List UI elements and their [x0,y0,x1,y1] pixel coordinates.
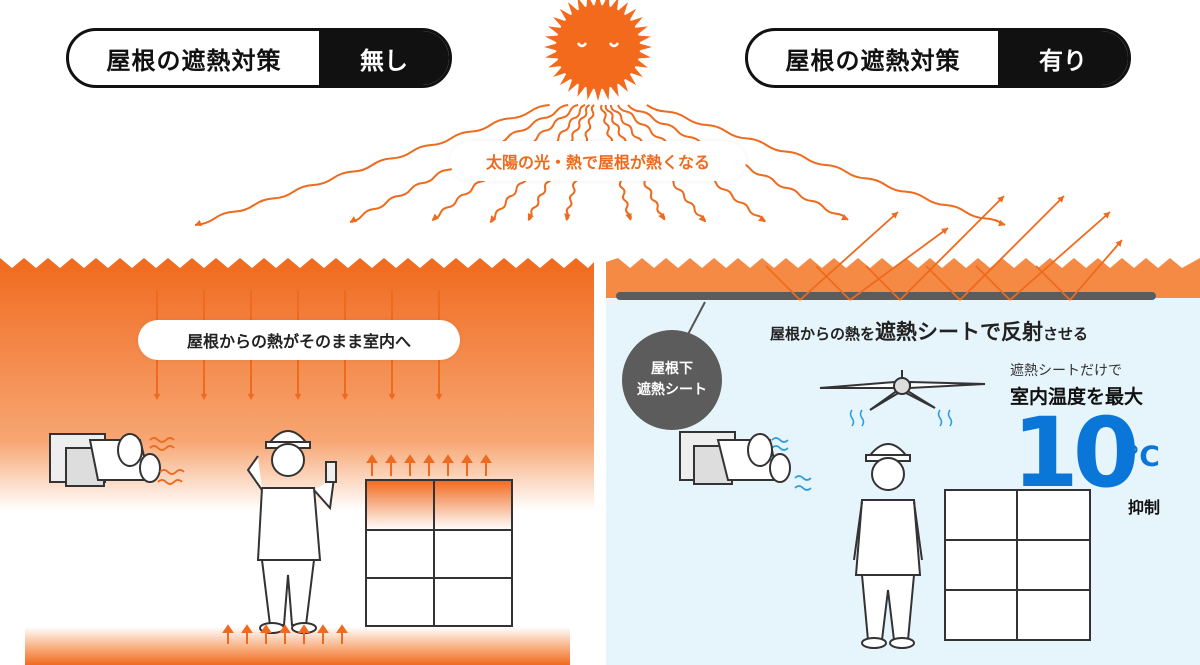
sun-caption: 太陽の光・熱で屋根が熱くなる [450,141,746,181]
boxes-cool [944,489,1091,641]
right-caption: 屋根からの熱を遮熱シートで反射させる [770,316,1088,346]
right-caption-suffix: させる [1043,325,1089,343]
label-state: 有り [998,31,1128,85]
sheet-label-line2: 遮熱シート [637,382,707,398]
right-caption-emphasis: 遮熱シートで反射 [875,320,1044,344]
ac-unit-right [679,431,791,485]
effect-unit: ℃ [1126,440,1160,473]
worker-cool [853,443,923,649]
left-caption-text: 屋根からの熱がそのまま室内へ [186,332,411,351]
sun-caption-text: 太陽の光・熱で屋根が熱くなる [485,153,710,172]
boxes-hot [365,479,513,627]
right-roof [606,258,1200,298]
label-without-shield: 屋根の遮熱対策 無し [66,28,452,88]
cool-air-waves [771,409,953,491]
ac-unit-left [49,433,161,487]
worker-hot [246,430,337,634]
label-title: 屋根の遮熱対策 [785,46,961,75]
sheet-label-line1: 屋根下 [651,361,693,377]
sheet-label-badge: 屋根下 遮熱シート [622,330,722,430]
left-floor-heat [25,627,570,665]
effect-line2: 室内温度を最大 [1010,386,1144,408]
hot-air-waves [149,437,185,485]
label-with-shield: 屋根の遮熱対策 有り [745,28,1131,88]
effect-number: 10 [1012,397,1140,509]
effect-suffix: 抑制 [1128,498,1161,517]
right-caption-prefix: 屋根からの熱を [770,325,876,343]
heat-up-arrows [222,454,492,644]
effect-line1: 遮熱シートだけで [1010,363,1122,379]
left-caption: 屋根からの熱がそのまま室内へ [138,320,460,360]
ceiling-fan-icon [819,370,986,411]
label-state: 無し [319,31,449,85]
heat-shield-sheet [616,292,1156,300]
label-title: 屋根の遮熱対策 [106,46,282,75]
